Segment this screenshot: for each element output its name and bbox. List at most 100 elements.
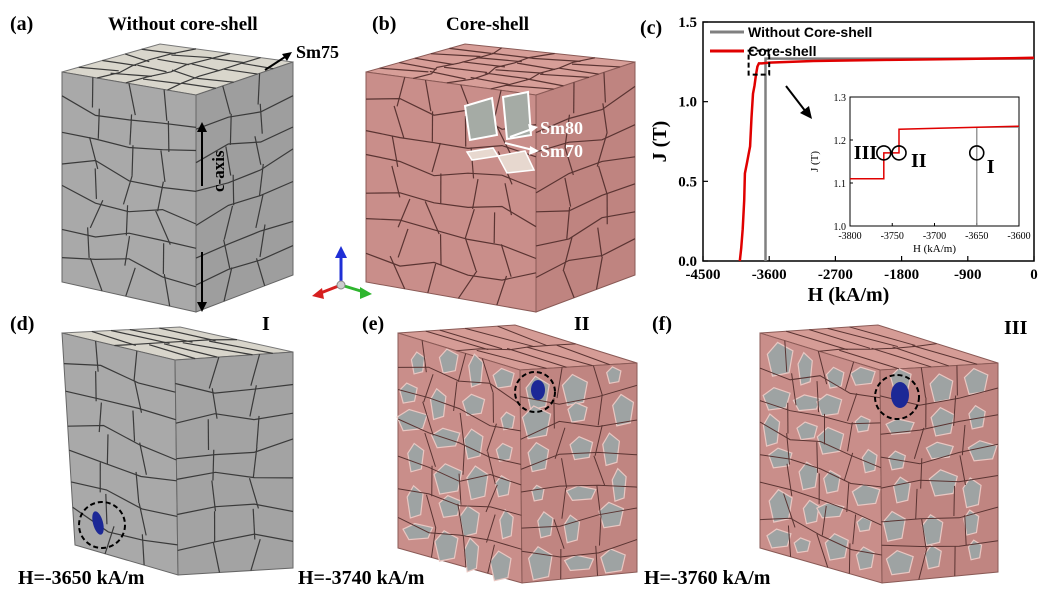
grain-boundary-col bbox=[495, 69, 544, 74]
grain-boundary-col bbox=[852, 514, 857, 545]
grain-boundary-col bbox=[486, 423, 497, 452]
grain-core bbox=[429, 387, 447, 421]
grain-boundary-col bbox=[182, 342, 253, 356]
grain-core bbox=[468, 353, 484, 388]
grain-boundary-col bbox=[379, 67, 429, 73]
grain-boundary-col bbox=[160, 150, 166, 183]
sm80-label: Sm80 bbox=[540, 118, 583, 138]
grain-boundary-col bbox=[458, 473, 462, 505]
core-cutout-4 bbox=[496, 150, 536, 174]
inset-x-tick-label: -3650 bbox=[965, 231, 988, 242]
x-axis-arrowhead bbox=[312, 288, 324, 299]
slab-f-grain-cores bbox=[762, 341, 998, 576]
grain-boundary-col bbox=[517, 62, 556, 71]
grain-boundary-row bbox=[521, 539, 638, 558]
grain-boundary-col bbox=[783, 493, 796, 528]
grain-boundary-col bbox=[148, 344, 196, 360]
grain-boundary-row bbox=[759, 481, 882, 526]
grain-boundary-col bbox=[131, 145, 134, 176]
y-tick-label: 0.5 bbox=[678, 174, 697, 190]
grain-core bbox=[463, 537, 480, 573]
grain-boundary-col bbox=[91, 330, 136, 347]
grain-boundary-col bbox=[843, 452, 854, 481]
grain-boundary-col bbox=[459, 412, 465, 445]
grain-boundary-row bbox=[759, 517, 882, 556]
slab-f-grain-boundaries bbox=[759, 326, 999, 580]
grain-boundary-col bbox=[500, 244, 512, 277]
nucleus-f bbox=[891, 382, 909, 408]
x-tick-label: -1800 bbox=[884, 267, 919, 283]
grain-boundary-col bbox=[484, 72, 527, 80]
panel-a: (a) Without core-shell Sm75 c-axis bbox=[10, 13, 339, 313]
sm70-arrowhead bbox=[529, 146, 539, 155]
grain-core bbox=[438, 348, 459, 374]
grain-boundary-col bbox=[564, 177, 572, 207]
c-axis-arrowhead-up bbox=[197, 122, 207, 132]
cube-a-right-face bbox=[195, 61, 294, 313]
grain-boundary-row bbox=[365, 218, 537, 260]
grain-core bbox=[565, 485, 597, 501]
grain-boundary-row bbox=[759, 421, 882, 469]
slab-e-grain-cores bbox=[396, 348, 635, 582]
inset-x-axis-label: H (kA/m) bbox=[913, 243, 956, 255]
grain-boundary-col bbox=[816, 533, 829, 568]
grain-boundary-col bbox=[97, 108, 100, 139]
grain-boundary-row bbox=[521, 484, 638, 493]
y-axis-label: J (T) bbox=[649, 121, 671, 163]
grain-boundary-col bbox=[424, 432, 436, 467]
grain-core bbox=[861, 448, 878, 474]
grain-boundary-row bbox=[397, 389, 521, 432]
grain-core bbox=[793, 537, 811, 554]
grain-boundary-col bbox=[597, 227, 603, 257]
grain-boundary-col bbox=[816, 381, 820, 413]
grain-boundary-col bbox=[414, 57, 454, 66]
zoom-arrowhead bbox=[800, 106, 812, 119]
grain-boundary-col bbox=[248, 478, 260, 509]
sm80-arrowhead bbox=[528, 124, 538, 133]
inset-marker-label: III bbox=[854, 142, 878, 164]
grain-boundary-row bbox=[397, 516, 522, 550]
grain-boundary-col bbox=[396, 77, 406, 107]
grain-boundary-col bbox=[95, 371, 97, 402]
grain-boundary-col bbox=[257, 73, 261, 105]
grain-boundary-col bbox=[532, 57, 581, 62]
grain-boundary-col bbox=[462, 444, 466, 475]
inset-x-tick-label: -3700 bbox=[923, 231, 946, 242]
grain-boundary-col bbox=[132, 410, 136, 442]
grain-boundary-col bbox=[953, 395, 957, 426]
grain-boundary-col bbox=[595, 256, 603, 290]
grain-boundary-col bbox=[786, 330, 848, 351]
grain-boundary-col bbox=[106, 434, 109, 465]
x-tick-label: -2700 bbox=[818, 267, 853, 283]
grain-boundary-col bbox=[961, 424, 966, 456]
grain-boundary-col bbox=[105, 493, 108, 525]
grain-boundary-col bbox=[252, 508, 256, 540]
grain-boundary-col bbox=[427, 263, 437, 294]
grain-boundary-col bbox=[141, 534, 145, 566]
grain-boundary-col bbox=[847, 422, 853, 452]
grain-boundary-col bbox=[540, 73, 589, 78]
grain-boundary-col bbox=[559, 67, 599, 75]
grain-boundary-col bbox=[255, 194, 264, 228]
grain-boundary-col bbox=[817, 350, 828, 385]
panel-d-field: H=-3650 kA/m bbox=[18, 567, 145, 589]
grain-boundary-row bbox=[195, 95, 294, 130]
grain-boundary-col bbox=[167, 121, 170, 152]
grain-boundary-col bbox=[252, 446, 258, 479]
grain-boundary-row bbox=[177, 503, 294, 516]
grain-boundary-row bbox=[195, 245, 294, 286]
grain-boundary-row bbox=[72, 506, 178, 546]
grain-boundary-col bbox=[564, 114, 571, 148]
grain-boundary-row bbox=[68, 449, 177, 482]
legend-entry: Core-shell bbox=[748, 43, 816, 59]
grain-boundary-col bbox=[389, 255, 406, 290]
grain-boundary-row bbox=[70, 481, 178, 517]
grain-boundary-col bbox=[258, 163, 264, 196]
grain-core bbox=[567, 401, 588, 423]
grain-core bbox=[967, 539, 983, 561]
grain-boundary-col bbox=[457, 353, 467, 382]
grain-boundary-col bbox=[476, 349, 547, 369]
grain-boundary-col bbox=[134, 380, 143, 413]
grain-boundary-col bbox=[129, 114, 133, 145]
grain-core bbox=[816, 393, 843, 417]
